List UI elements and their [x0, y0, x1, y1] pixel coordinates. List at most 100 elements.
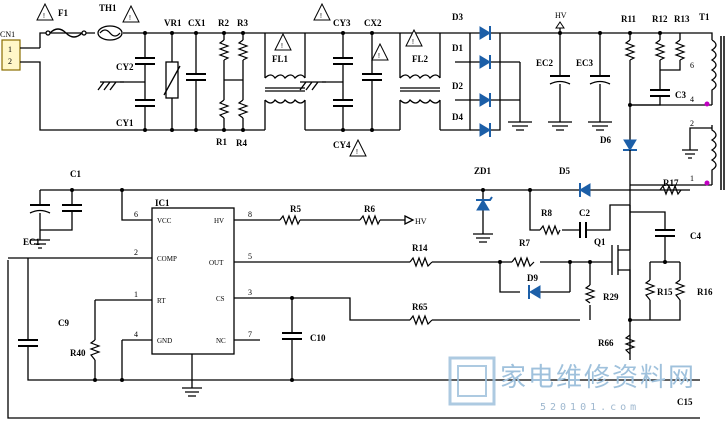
svg-text:1: 1 [134, 290, 138, 299]
resistor-r7 [511, 256, 535, 268]
label-r7: R7 [519, 238, 530, 248]
svg-text:COMP: COMP [157, 255, 177, 263]
warning-triangle [122, 4, 140, 23]
ground-bridge [508, 62, 532, 131]
label-q1: Q1 [594, 237, 606, 247]
warning-triangle [274, 32, 292, 51]
svg-text:3: 3 [248, 288, 252, 297]
connector-cn1: 1 2 CN1 [0, 30, 21, 71]
resistor-r17 [659, 184, 682, 196]
watermark-title: 家电维修资料网 [500, 363, 696, 393]
label-c15: C15 [677, 397, 693, 407]
transformer-primary [710, 39, 717, 105]
label-zd1: ZD1 [474, 166, 492, 176]
polarity-dot-4 [704, 101, 710, 107]
svg-text:!: ! [320, 13, 322, 20]
resistor-r15 [644, 279, 656, 301]
label-fl1: FL1 [272, 54, 289, 64]
label-th1: TH1 [99, 3, 117, 13]
label-r14: R14 [412, 243, 428, 253]
label-r17: R17 [663, 178, 679, 188]
svg-text:8: 8 [248, 210, 252, 219]
svg-text:!: ! [43, 13, 45, 20]
label-cx1: CX1 [188, 18, 206, 28]
diode-d1 [479, 55, 491, 69]
svg-text:6: 6 [134, 210, 138, 219]
svg-text:VCC: VCC [157, 217, 172, 225]
label-hv: HV [555, 11, 567, 20]
resistor-r6 [359, 214, 381, 226]
resistor-r4 [237, 99, 249, 119]
label-cy3: CY3 [333, 18, 351, 28]
label-r11: R11 [621, 14, 637, 24]
warning-triangle [405, 28, 423, 47]
cn1-pin1-label: 1 [8, 45, 12, 54]
watermark-url: 520101.com [540, 402, 640, 413]
label-fl2: FL2 [412, 54, 429, 64]
ec1-branch [30, 190, 50, 249]
svg-text:6: 6 [690, 61, 694, 70]
diode-d9 [529, 285, 541, 299]
svg-text:4: 4 [134, 330, 138, 339]
svg-text:4: 4 [690, 95, 694, 104]
label-r12: R12 [652, 14, 668, 24]
label-ec2: EC2 [536, 58, 554, 68]
label-r13: R13 [674, 14, 690, 24]
svg-text:CS: CS [216, 295, 225, 303]
svg-text:7: 7 [248, 330, 252, 339]
warning-triangle [349, 138, 367, 157]
ic-ground [182, 354, 202, 397]
svg-text:2: 2 [134, 248, 138, 257]
diode-d5 [579, 183, 591, 197]
watermark-logo [448, 356, 496, 406]
label-t1: T1 [699, 12, 710, 22]
resistor-r13 [674, 39, 686, 61]
label-f1: F1 [58, 8, 68, 18]
label-c9: C9 [58, 318, 69, 328]
mains-bottom-wire [20, 61, 265, 131]
warning-triangle [371, 42, 389, 61]
chassis-ground-2 [299, 81, 326, 91]
label-c10: C10 [310, 333, 326, 343]
svg-text:!: ! [412, 39, 414, 46]
filter-fl2 [399, 74, 441, 80]
mains-top-wire [20, 32, 700, 49]
label-r1: R1 [216, 137, 227, 147]
svg-text:OUT: OUT [209, 259, 224, 267]
svg-text:HV: HV [214, 217, 224, 225]
filter-fl1 [264, 74, 306, 80]
label-d1: D1 [452, 43, 463, 53]
svg-text:!: ! [129, 15, 131, 22]
label-d2: D2 [452, 81, 463, 91]
diode-d2 [479, 93, 491, 107]
label-d3: D3 [452, 12, 463, 22]
label-r4: R4 [236, 138, 247, 148]
svg-text:GND: GND [157, 337, 172, 345]
label-c2: C2 [579, 208, 590, 218]
label-r6: R6 [364, 204, 375, 214]
label-vr1: VR1 [164, 18, 182, 28]
resistor-r11 [624, 39, 636, 61]
ec3-branch [588, 33, 612, 131]
label-cy4: CY4 [333, 140, 351, 150]
label-r16: R16 [697, 287, 713, 297]
resistor-r66 [624, 334, 636, 355]
resistor-r16 [674, 279, 686, 301]
svg-text:!: ! [281, 43, 283, 50]
ground-aux [682, 127, 712, 159]
resistor-r12 [654, 39, 666, 61]
resistor-r1 [218, 99, 230, 119]
label-d6: D6 [600, 135, 611, 145]
resistor-r14 [409, 256, 433, 268]
svg-text:!: ! [378, 53, 380, 60]
label-ec3: EC3 [576, 58, 594, 68]
label-r3: R3 [237, 18, 248, 28]
label-d5: D5 [559, 166, 570, 176]
label-c4: C4 [690, 231, 701, 241]
svg-text:NC: NC [216, 337, 226, 345]
resistor-r29 [584, 284, 596, 304]
diode-d4 [479, 123, 491, 137]
cn1-pin2-label: 2 [8, 57, 12, 66]
cn1-label: CN1 [0, 30, 15, 39]
